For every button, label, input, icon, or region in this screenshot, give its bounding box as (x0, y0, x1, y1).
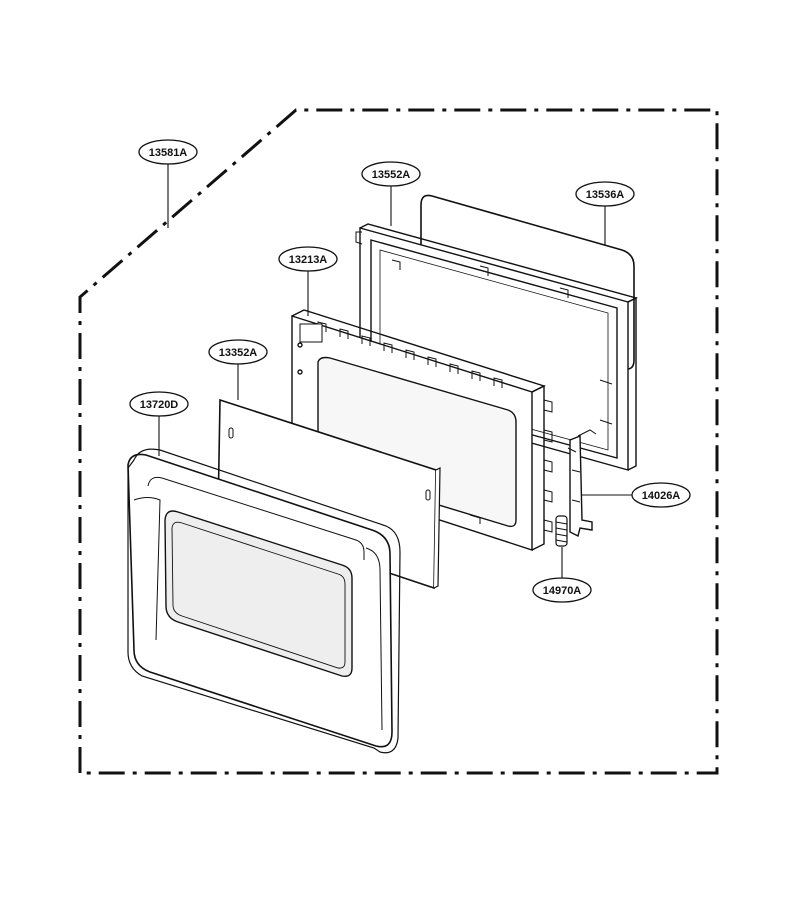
part-14970a-spring (555, 515, 568, 547)
assembly-boundary (78, 108, 719, 775)
callout-14970a: 14970A (532, 577, 592, 603)
callout-13720d: 13720D (129, 391, 189, 417)
callout-14026a: 14026A (631, 482, 691, 508)
callout-13720d-label: 13720D (140, 399, 179, 411)
callout-13536a: 13536A (575, 181, 635, 207)
callout-14026a-label: 14026A (642, 490, 681, 502)
part-14026a-latch (567, 429, 597, 538)
part-13720d-door-front (127, 448, 401, 754)
callout-13213a-label: 13213A (289, 254, 328, 266)
callout-13552a: 13552A (361, 161, 421, 187)
callout-13536a-label: 13536A (586, 189, 625, 201)
callout-13552a-label: 13552A (372, 169, 411, 181)
callout-13352a-label: 13352A (219, 347, 258, 359)
leader-lines (158, 164, 632, 578)
callout-13213a: 13213A (278, 246, 338, 272)
callout-13581a-label: 13581A (149, 147, 188, 159)
callout-13352a: 13352A (208, 339, 268, 365)
callout-14970a-label: 14970A (543, 585, 582, 597)
callout-13581a: 13581A (138, 139, 198, 165)
